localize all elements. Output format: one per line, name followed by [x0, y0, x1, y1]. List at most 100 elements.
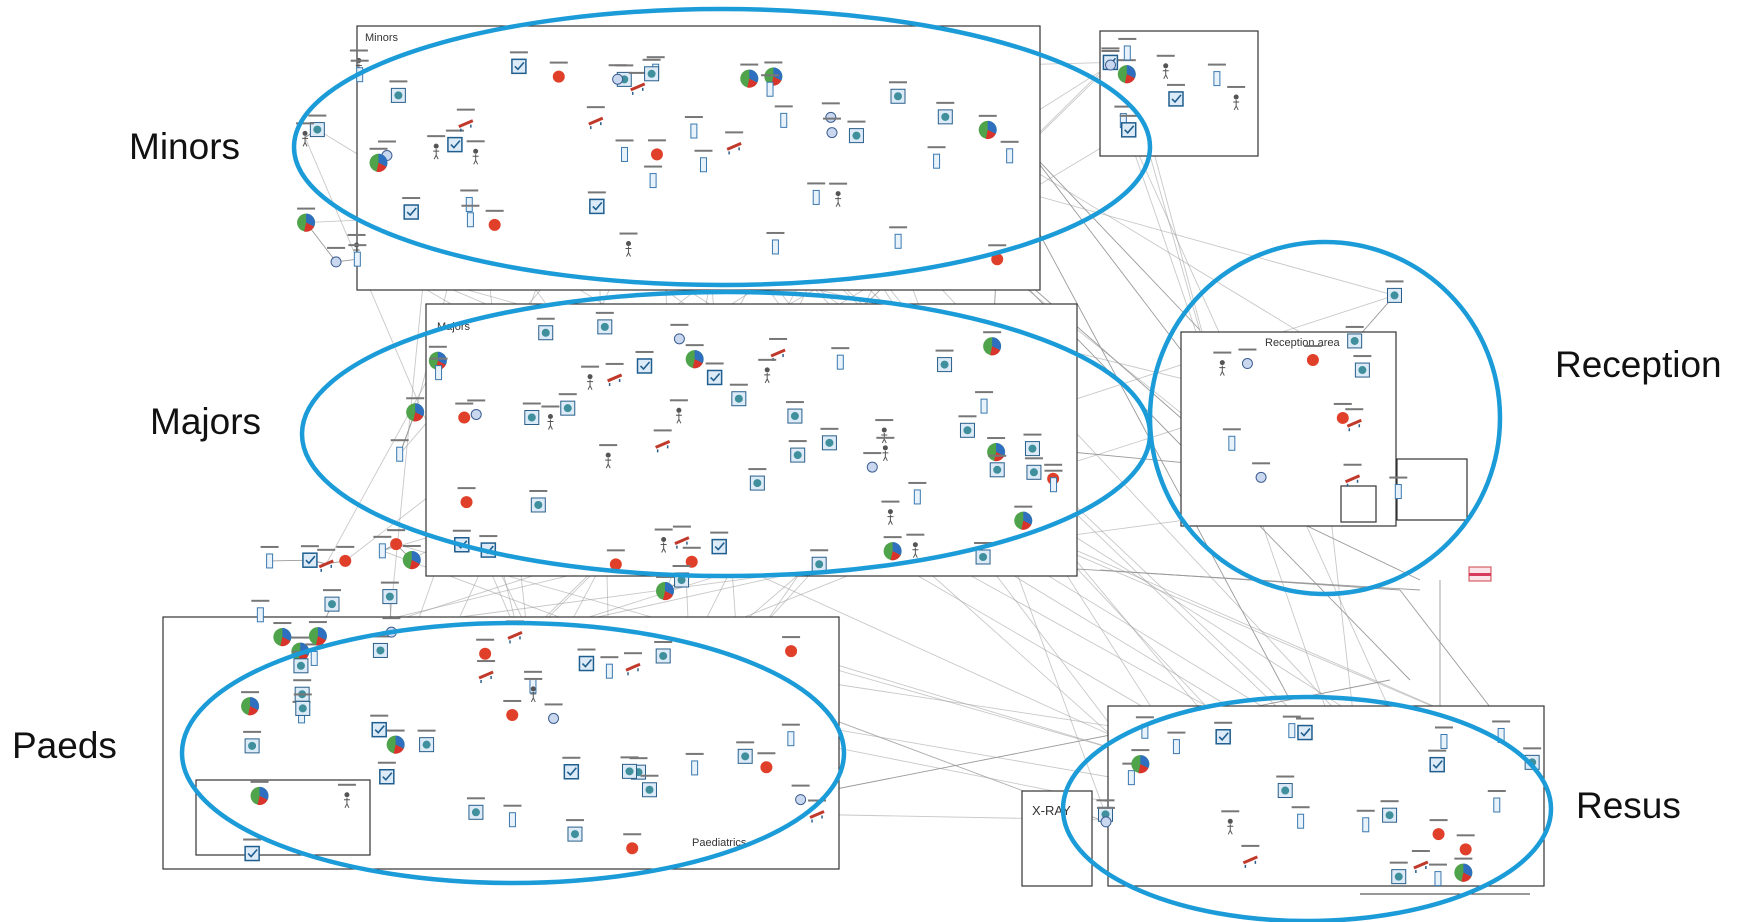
checklist-icon: [587, 191, 606, 215]
queue-icon: [600, 656, 619, 679]
queue-icon: [260, 545, 279, 569]
bed-icon: [605, 362, 624, 386]
queue-icon: [1118, 37, 1137, 61]
pie-chart-icon: [685, 344, 704, 369]
generic: [544, 703, 563, 724]
pie-chart-icon: [983, 331, 1002, 356]
activity-icon: [810, 549, 829, 572]
queue-icon: [615, 139, 634, 162]
person-icon: [524, 677, 543, 703]
pie-chart-icon: [656, 575, 675, 601]
checklist-icon: [577, 648, 596, 672]
activity-icon: [529, 489, 548, 513]
pie-chart-icon: [1117, 59, 1136, 84]
bed-icon: [653, 429, 672, 453]
pie-chart-icon: [250, 780, 269, 806]
person-icon: [1227, 85, 1246, 111]
paeds-label: Paeds: [12, 725, 117, 766]
activity-icon: [558, 393, 577, 416]
pie-chart-icon: [297, 207, 316, 232]
queue-icon: [1389, 476, 1408, 500]
pie-chart-icon: [1454, 857, 1473, 882]
queue-icon: [761, 74, 780, 97]
activity-icon: [1385, 280, 1404, 303]
person-icon: [296, 122, 315, 147]
queue-icon: [694, 149, 713, 173]
checklist-icon: [402, 197, 421, 220]
queue-icon: [766, 231, 785, 255]
queue-icon: [1167, 731, 1186, 755]
person-icon: [1156, 54, 1175, 80]
activity-icon: [308, 114, 327, 138]
pie-chart-icon: [241, 691, 260, 716]
stop-icon: [1456, 834, 1475, 856]
inter-area-link: [1099, 569, 1401, 591]
stop-icon: [503, 699, 522, 721]
reception-panel-title: Reception area: [1265, 337, 1340, 349]
paeds-ellipse: [179, 620, 847, 886]
person-icon: [427, 135, 446, 160]
stop-icon: [682, 546, 701, 568]
activity-icon: [974, 541, 993, 565]
person-icon: [881, 500, 900, 525]
pie-chart-icon: [1014, 505, 1033, 530]
pie-chart-icon: [740, 63, 759, 88]
activity-icon: [417, 729, 436, 753]
reception-panel: Reception area: [1180, 331, 1468, 527]
inter-area-link: [999, 159, 1291, 701]
resus-panel: [1107, 705, 1545, 895]
pie-chart-icon: [883, 536, 902, 561]
checklist-icon: [445, 129, 464, 153]
checklist-icon: [377, 761, 396, 785]
stop-icon: [476, 638, 495, 660]
stop-icon: [455, 402, 474, 424]
activity-icon: [466, 797, 485, 820]
activity-icon: [1345, 325, 1364, 349]
paeds-panel-title: Paediatrics: [692, 837, 747, 849]
pie-chart-icon: [406, 397, 425, 422]
queue-icon: [1044, 469, 1063, 493]
generic: [791, 784, 810, 806]
stop-icon: [549, 61, 568, 83]
queue-icon: [348, 244, 367, 267]
person-icon: [876, 436, 895, 462]
bed-icon: [1345, 408, 1364, 432]
majors-label: Majors: [150, 401, 261, 442]
pie-chart-icon: [386, 729, 405, 754]
queue-icon: [373, 535, 392, 559]
flow-link: [325, 360, 439, 565]
person-icon: [829, 182, 848, 207]
bed-icon: [628, 71, 647, 95]
stop-icon: [336, 545, 355, 567]
checklist-icon: [509, 51, 528, 75]
stop-icon: [457, 487, 476, 509]
activity-icon: [785, 401, 804, 424]
activity-icon: [1353, 355, 1372, 378]
activity-icon: [380, 581, 399, 605]
stop-icon: [485, 209, 504, 231]
generic: [670, 323, 689, 345]
queue-icon: [1487, 789, 1506, 813]
queue-icon: [831, 347, 850, 370]
activity-icon: [988, 454, 1007, 478]
checklist-icon: [1428, 749, 1447, 773]
queue-icon: [1222, 428, 1241, 451]
activity-icon: [595, 311, 614, 335]
person-icon: [466, 140, 485, 165]
pie-chart-icon: [369, 147, 388, 172]
pie-chart-icon: [978, 114, 997, 140]
queue-icon: [1000, 140, 1019, 164]
pie-chart-icon: [273, 622, 292, 647]
generic: [327, 246, 346, 268]
generic: [821, 102, 840, 123]
queue-icon: [1282, 715, 1301, 739]
activity-icon: [1389, 861, 1408, 885]
person-icon: [758, 358, 777, 384]
person-icon: [875, 419, 894, 444]
queue-icon: [1291, 806, 1310, 829]
stop-icon: [647, 139, 666, 161]
person-icon: [599, 444, 618, 469]
activity-icon: [958, 415, 977, 438]
bed-icon: [808, 799, 827, 823]
